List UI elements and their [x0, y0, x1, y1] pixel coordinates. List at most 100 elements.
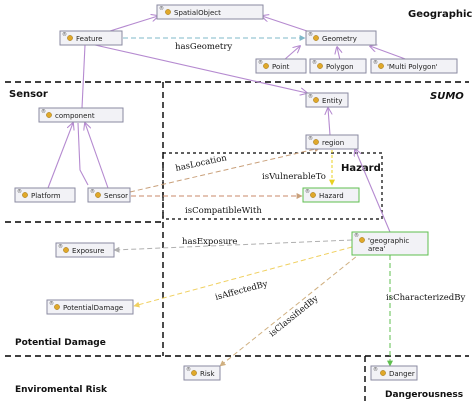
svg-text:®: ®	[312, 59, 317, 66]
edge-is-classified-by	[219, 251, 363, 367]
node-danger[interactable]: ® Danger	[370, 365, 418, 381]
node-platform[interactable]: ® Platform	[14, 187, 76, 203]
class-icon	[359, 237, 365, 243]
class-icon	[191, 370, 197, 376]
svg-text:Sensor: Sensor	[104, 192, 128, 200]
section-geographic: Geographic	[408, 9, 472, 20]
svg-text:component: component	[55, 112, 95, 120]
node-geometry[interactable]: ® Geometry	[305, 30, 377, 46]
class-icon	[380, 370, 386, 376]
node-spatialobject[interactable]: ® SpatialObject	[156, 4, 264, 20]
edge-feature-entity	[94, 44, 307, 93]
hazard-region-box	[162, 152, 383, 220]
section-potential-damage: Potential Damage	[15, 338, 106, 348]
svg-text:Danger: Danger	[389, 370, 415, 378]
class-icon	[313, 97, 319, 103]
svg-text:Exposure: Exposure	[72, 247, 104, 255]
svg-text:®: ®	[373, 59, 378, 66]
class-icon	[63, 247, 69, 253]
svg-text:®: ®	[258, 59, 263, 66]
class-icon	[46, 112, 52, 118]
class-icon	[313, 35, 319, 41]
label-is-vulnerable-to: isVulnerableTo	[262, 172, 326, 182]
svg-text:®: ®	[354, 232, 359, 239]
edge-polygon-geometry	[337, 47, 340, 61]
label-is-classified-by: isClassifiedBy	[268, 294, 321, 340]
svg-text:Entity: Entity	[322, 97, 342, 105]
svg-text:®: ®	[308, 93, 313, 100]
section-sensor: Sensor	[9, 89, 48, 100]
node-risk[interactable]: ® Risk	[183, 365, 221, 381]
node-potentialdamage[interactable]: ® PotentialDamage	[46, 299, 134, 315]
class-icon	[313, 139, 319, 145]
node-point[interactable]: ® Point	[255, 58, 307, 74]
svg-text:Feature: Feature	[76, 35, 102, 43]
node-hazard[interactable]: ® Hazard	[302, 187, 360, 203]
label-is-compatible-with: isCompatibleWith	[185, 206, 262, 216]
node-multi-polygon[interactable]: ® 'Multi Polygon'	[370, 58, 458, 74]
node-component[interactable]: ® component	[38, 107, 124, 123]
node-exposure[interactable]: ® Exposure	[55, 242, 115, 258]
node-region[interactable]: ® region	[305, 134, 359, 150]
class-icon	[378, 63, 384, 69]
svg-text:®: ®	[186, 366, 191, 373]
class-icon	[263, 63, 269, 69]
svg-text:Platform: Platform	[31, 192, 61, 200]
edge-geometry-spatialobject	[262, 16, 311, 33]
class-icon	[67, 35, 73, 41]
edge-geographicarea-region	[355, 149, 391, 233]
section-dividers	[5, 81, 469, 401]
svg-text:'Multi Polygon': 'Multi Polygon'	[387, 63, 438, 71]
label-has-geometry: hasGeometry	[175, 42, 232, 52]
svg-text:Risk: Risk	[200, 370, 215, 378]
class-icon	[165, 9, 171, 15]
hierarchy-edges	[47, 16, 409, 233]
svg-text:Point: Point	[272, 63, 290, 71]
svg-text:®: ®	[305, 188, 310, 195]
edge-is-affected-by	[133, 246, 353, 308]
edge-has-location	[129, 146, 321, 193]
node-polygon[interactable]: ® Polygon	[309, 58, 367, 74]
edge-region-entity	[328, 108, 330, 136]
svg-text:Geometry: Geometry	[322, 35, 357, 43]
edge-multipolygon-geometry	[370, 46, 409, 61]
edge-sensor-component-2	[77, 122, 89, 186]
class-icon	[54, 304, 60, 310]
svg-text:®: ®	[49, 300, 54, 307]
node-entity[interactable]: ® Entity	[305, 92, 349, 108]
class-icon	[310, 192, 316, 198]
section-headers: Geographic Sensor SUMO Hazard Potential …	[9, 9, 472, 400]
label-has-exposure: hasExposure	[182, 237, 237, 247]
section-sumo: SUMO	[430, 91, 464, 102]
class-icon	[95, 192, 101, 198]
svg-text:SpatialObject: SpatialObject	[174, 9, 221, 17]
node-feature[interactable]: ® Feature	[59, 30, 123, 46]
svg-text:Polygon: Polygon	[326, 63, 354, 71]
svg-text:®: ®	[58, 243, 63, 250]
svg-text:Hazard: Hazard	[319, 192, 344, 200]
svg-text:®: ®	[41, 108, 46, 115]
edge-feature-down	[81, 44, 86, 109]
edge-point-geometry	[283, 46, 300, 61]
section-hazard: Hazard	[341, 163, 381, 174]
edge-sensor-component	[85, 123, 109, 189]
svg-text:®: ®	[90, 188, 95, 195]
section-dangerousness: Dangerousness	[385, 390, 463, 400]
section-enviromental-risk: Enviromental Risk	[15, 385, 108, 395]
svg-text:®: ®	[62, 31, 67, 38]
svg-text:region: region	[322, 139, 344, 147]
label-is-affected-by: isAffectedBy	[214, 279, 269, 303]
svg-text:®: ®	[308, 31, 313, 38]
edge-feature-spatialobject	[109, 16, 158, 32]
class-icon	[317, 63, 323, 69]
edge-platform-component	[47, 123, 73, 189]
svg-text:PotentialDamage: PotentialDamage	[63, 304, 123, 312]
node-sensor[interactable]: ® Sensor	[87, 187, 131, 203]
svg-text:®: ®	[373, 366, 378, 373]
label-is-characterized-by: isCharacterizedBy	[386, 293, 465, 303]
class-icon	[22, 192, 28, 198]
